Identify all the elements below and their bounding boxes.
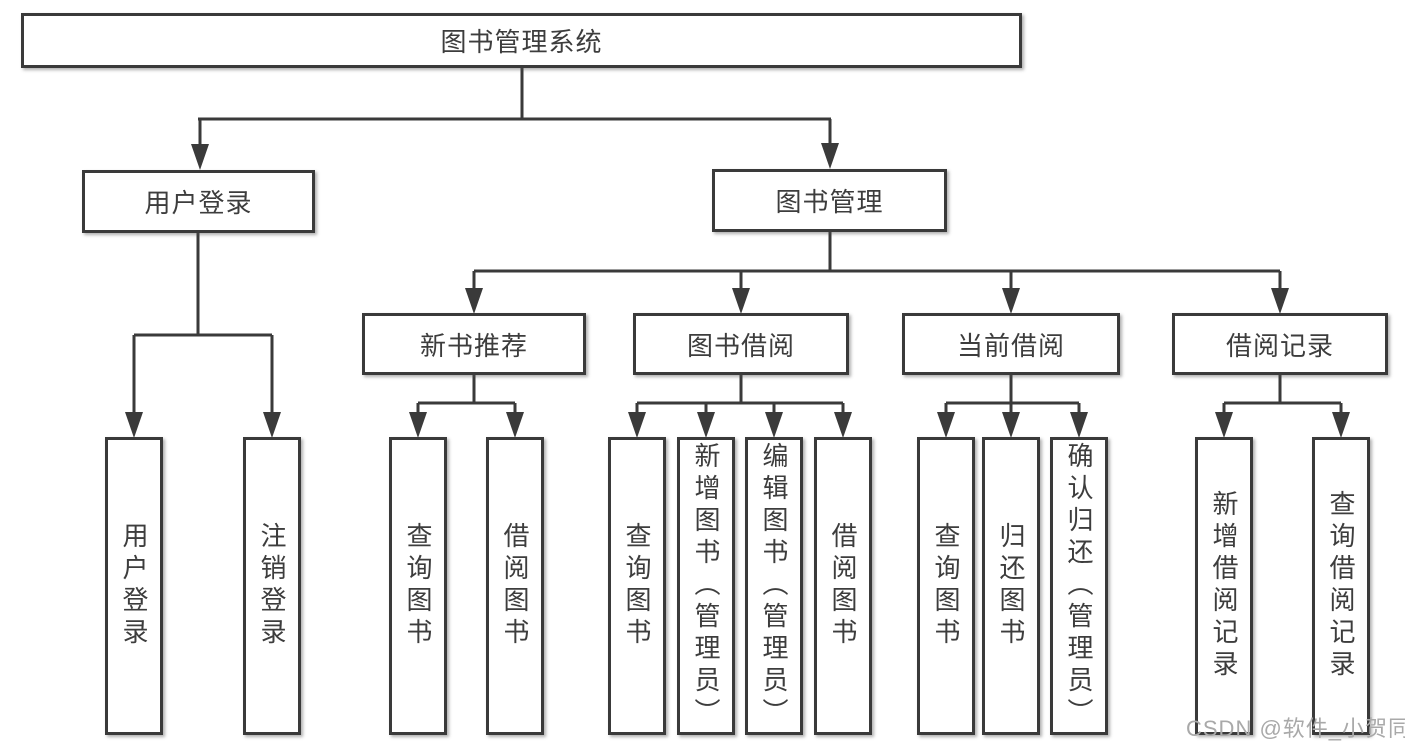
arrow-down-icon: [409, 412, 427, 438]
connector-bookborrow-to-leaves: [628, 375, 852, 438]
leaf-edit-book-admin: 编辑图书（管理员）: [745, 437, 803, 735]
connector-newbooks-to-leaves: [409, 375, 524, 438]
leaf-query-books-recommend: 查询图书: [389, 437, 447, 735]
arrow-down-icon: [125, 412, 143, 438]
node-borrow-records: 借阅记录: [1172, 313, 1388, 375]
leaf-return-book: 归还图书: [982, 437, 1040, 735]
arrow-down-icon: [697, 412, 715, 438]
leaf-confirm-return-admin: 确认归还（管理员）: [1050, 437, 1108, 735]
arrow-down-icon: [506, 412, 524, 438]
arrow-down-icon: [191, 144, 209, 170]
arrow-down-icon: [1070, 412, 1088, 438]
leaf-add-borrow-record: 新增借阅记录: [1195, 437, 1253, 735]
arrow-down-icon: [1332, 412, 1350, 438]
leaf-logout: 注销登录: [243, 437, 301, 735]
connector-root-to-level1: [191, 68, 839, 170]
node-current-borrow: 当前借阅: [902, 313, 1120, 375]
connector-borrowrecords-to-leaves: [1215, 375, 1350, 438]
leaf-borrow-books-recommend: 借阅图书: [486, 437, 544, 735]
arrow-down-icon: [263, 412, 281, 438]
node-user-login: 用户登录: [82, 170, 315, 233]
node-system-root: 图书管理系统: [21, 13, 1022, 68]
arrow-down-icon: [1215, 412, 1233, 438]
leaf-query-books-current: 查询图书: [917, 437, 975, 735]
arrow-down-icon: [732, 288, 750, 314]
connector-line: [1222, 375, 1343, 432]
arrow-down-icon: [821, 143, 839, 169]
leaf-borrow-books: 借阅图书: [814, 437, 872, 735]
arrow-down-icon: [937, 412, 955, 438]
connector-line: [635, 375, 845, 432]
connector-line: [472, 232, 1282, 308]
connector-line: [416, 375, 517, 432]
arrow-down-icon: [765, 412, 783, 438]
node-book-borrow: 图书借阅: [633, 313, 849, 375]
connector-bookmgmt-to-level2: [465, 232, 1289, 314]
arrow-down-icon: [465, 288, 483, 314]
leaf-query-borrow-record: 查询借阅记录: [1312, 437, 1370, 735]
watermark: CSDN @软件_小贺同学: [1186, 716, 1405, 741]
arrow-down-icon: [1002, 288, 1020, 314]
leaf-add-book-admin: 新增图书（管理员）: [677, 437, 735, 735]
arrow-down-icon: [834, 412, 852, 438]
arrow-down-icon: [628, 412, 646, 438]
connector-userlogin-to-leaves: [125, 233, 281, 438]
connector-line: [132, 233, 274, 432]
arrow-down-icon: [1002, 412, 1020, 438]
connector-currentborrow-to-leaves: [937, 375, 1088, 438]
node-book-management: 图书管理: [712, 169, 947, 232]
connector-line: [198, 68, 832, 164]
node-new-book-recommend: 新书推荐: [362, 313, 586, 375]
leaf-query-books-borrow: 查询图书: [608, 437, 666, 735]
arrow-down-icon: [1271, 288, 1289, 314]
leaf-user-login: 用户登录: [105, 437, 163, 735]
